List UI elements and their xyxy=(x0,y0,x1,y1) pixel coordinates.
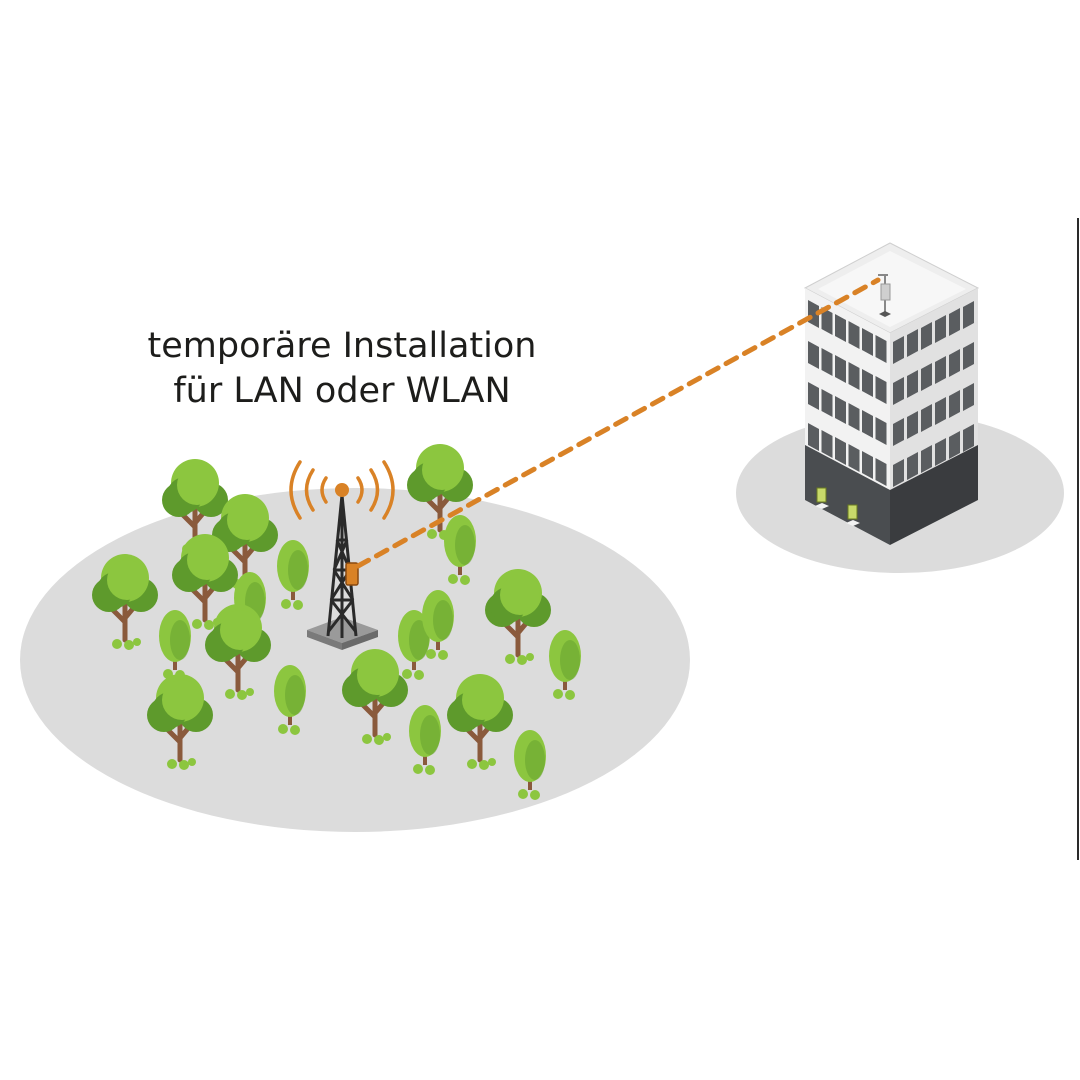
window xyxy=(821,430,833,458)
window xyxy=(921,404,932,432)
window xyxy=(848,362,860,390)
window xyxy=(907,370,918,398)
window xyxy=(949,349,960,377)
tree-icon xyxy=(205,604,271,700)
window xyxy=(907,452,918,480)
tree-icon xyxy=(398,610,430,680)
window xyxy=(893,459,904,487)
tree-icon xyxy=(514,730,546,800)
caption-line-2: für LAN oder WLAN xyxy=(173,371,511,411)
tree-group xyxy=(162,444,476,642)
caption: temporäre Installation für LAN oder WLAN xyxy=(92,324,592,414)
window xyxy=(848,321,860,349)
tree-icon xyxy=(447,674,513,770)
window xyxy=(808,300,819,328)
window xyxy=(893,418,904,446)
tree-icon xyxy=(172,534,238,630)
window xyxy=(935,438,946,466)
window xyxy=(835,314,846,342)
tree-icon xyxy=(549,630,581,700)
window xyxy=(963,383,974,411)
tree-icon xyxy=(342,649,408,745)
window xyxy=(875,376,887,404)
tree-icon xyxy=(407,444,473,540)
window xyxy=(821,389,833,417)
window xyxy=(835,437,846,465)
tree-icon xyxy=(147,674,213,770)
window xyxy=(875,335,887,363)
window xyxy=(821,307,833,335)
tree-icon xyxy=(409,705,441,775)
tree-icon xyxy=(485,569,551,665)
window xyxy=(875,417,887,445)
window xyxy=(921,445,932,473)
window xyxy=(848,403,860,431)
window xyxy=(935,315,946,343)
window xyxy=(921,322,932,350)
window xyxy=(893,377,904,405)
caption-line-1: temporäre Installation xyxy=(147,326,537,366)
tree-icon xyxy=(277,540,309,610)
tree-icon xyxy=(212,494,278,590)
tree-icon xyxy=(162,459,228,555)
window xyxy=(808,423,819,451)
tree-icon xyxy=(159,610,191,680)
window xyxy=(893,336,904,364)
tree-icon xyxy=(444,515,476,585)
window xyxy=(963,424,974,452)
office-building-icon xyxy=(803,242,980,545)
window xyxy=(808,341,819,369)
tree-icon xyxy=(92,554,158,650)
window xyxy=(963,301,974,329)
window xyxy=(935,397,946,425)
window xyxy=(949,431,960,459)
window xyxy=(862,369,873,397)
window xyxy=(862,328,873,356)
window xyxy=(862,410,873,438)
window xyxy=(821,348,833,376)
edge-divider xyxy=(1077,218,1079,860)
window xyxy=(921,363,932,391)
window xyxy=(949,308,960,336)
window xyxy=(875,458,887,486)
wireless-link-icon xyxy=(355,277,881,569)
window xyxy=(835,355,846,383)
window xyxy=(935,356,946,384)
window xyxy=(808,382,819,410)
radio-tower-icon xyxy=(289,460,395,650)
window xyxy=(848,444,860,472)
window xyxy=(862,451,873,479)
tree-group-front xyxy=(92,554,581,800)
window xyxy=(949,390,960,418)
window xyxy=(907,411,918,439)
tree-icon xyxy=(274,665,306,735)
tree-icon xyxy=(422,590,454,660)
window xyxy=(907,329,918,357)
window xyxy=(963,342,974,370)
window xyxy=(835,396,846,424)
